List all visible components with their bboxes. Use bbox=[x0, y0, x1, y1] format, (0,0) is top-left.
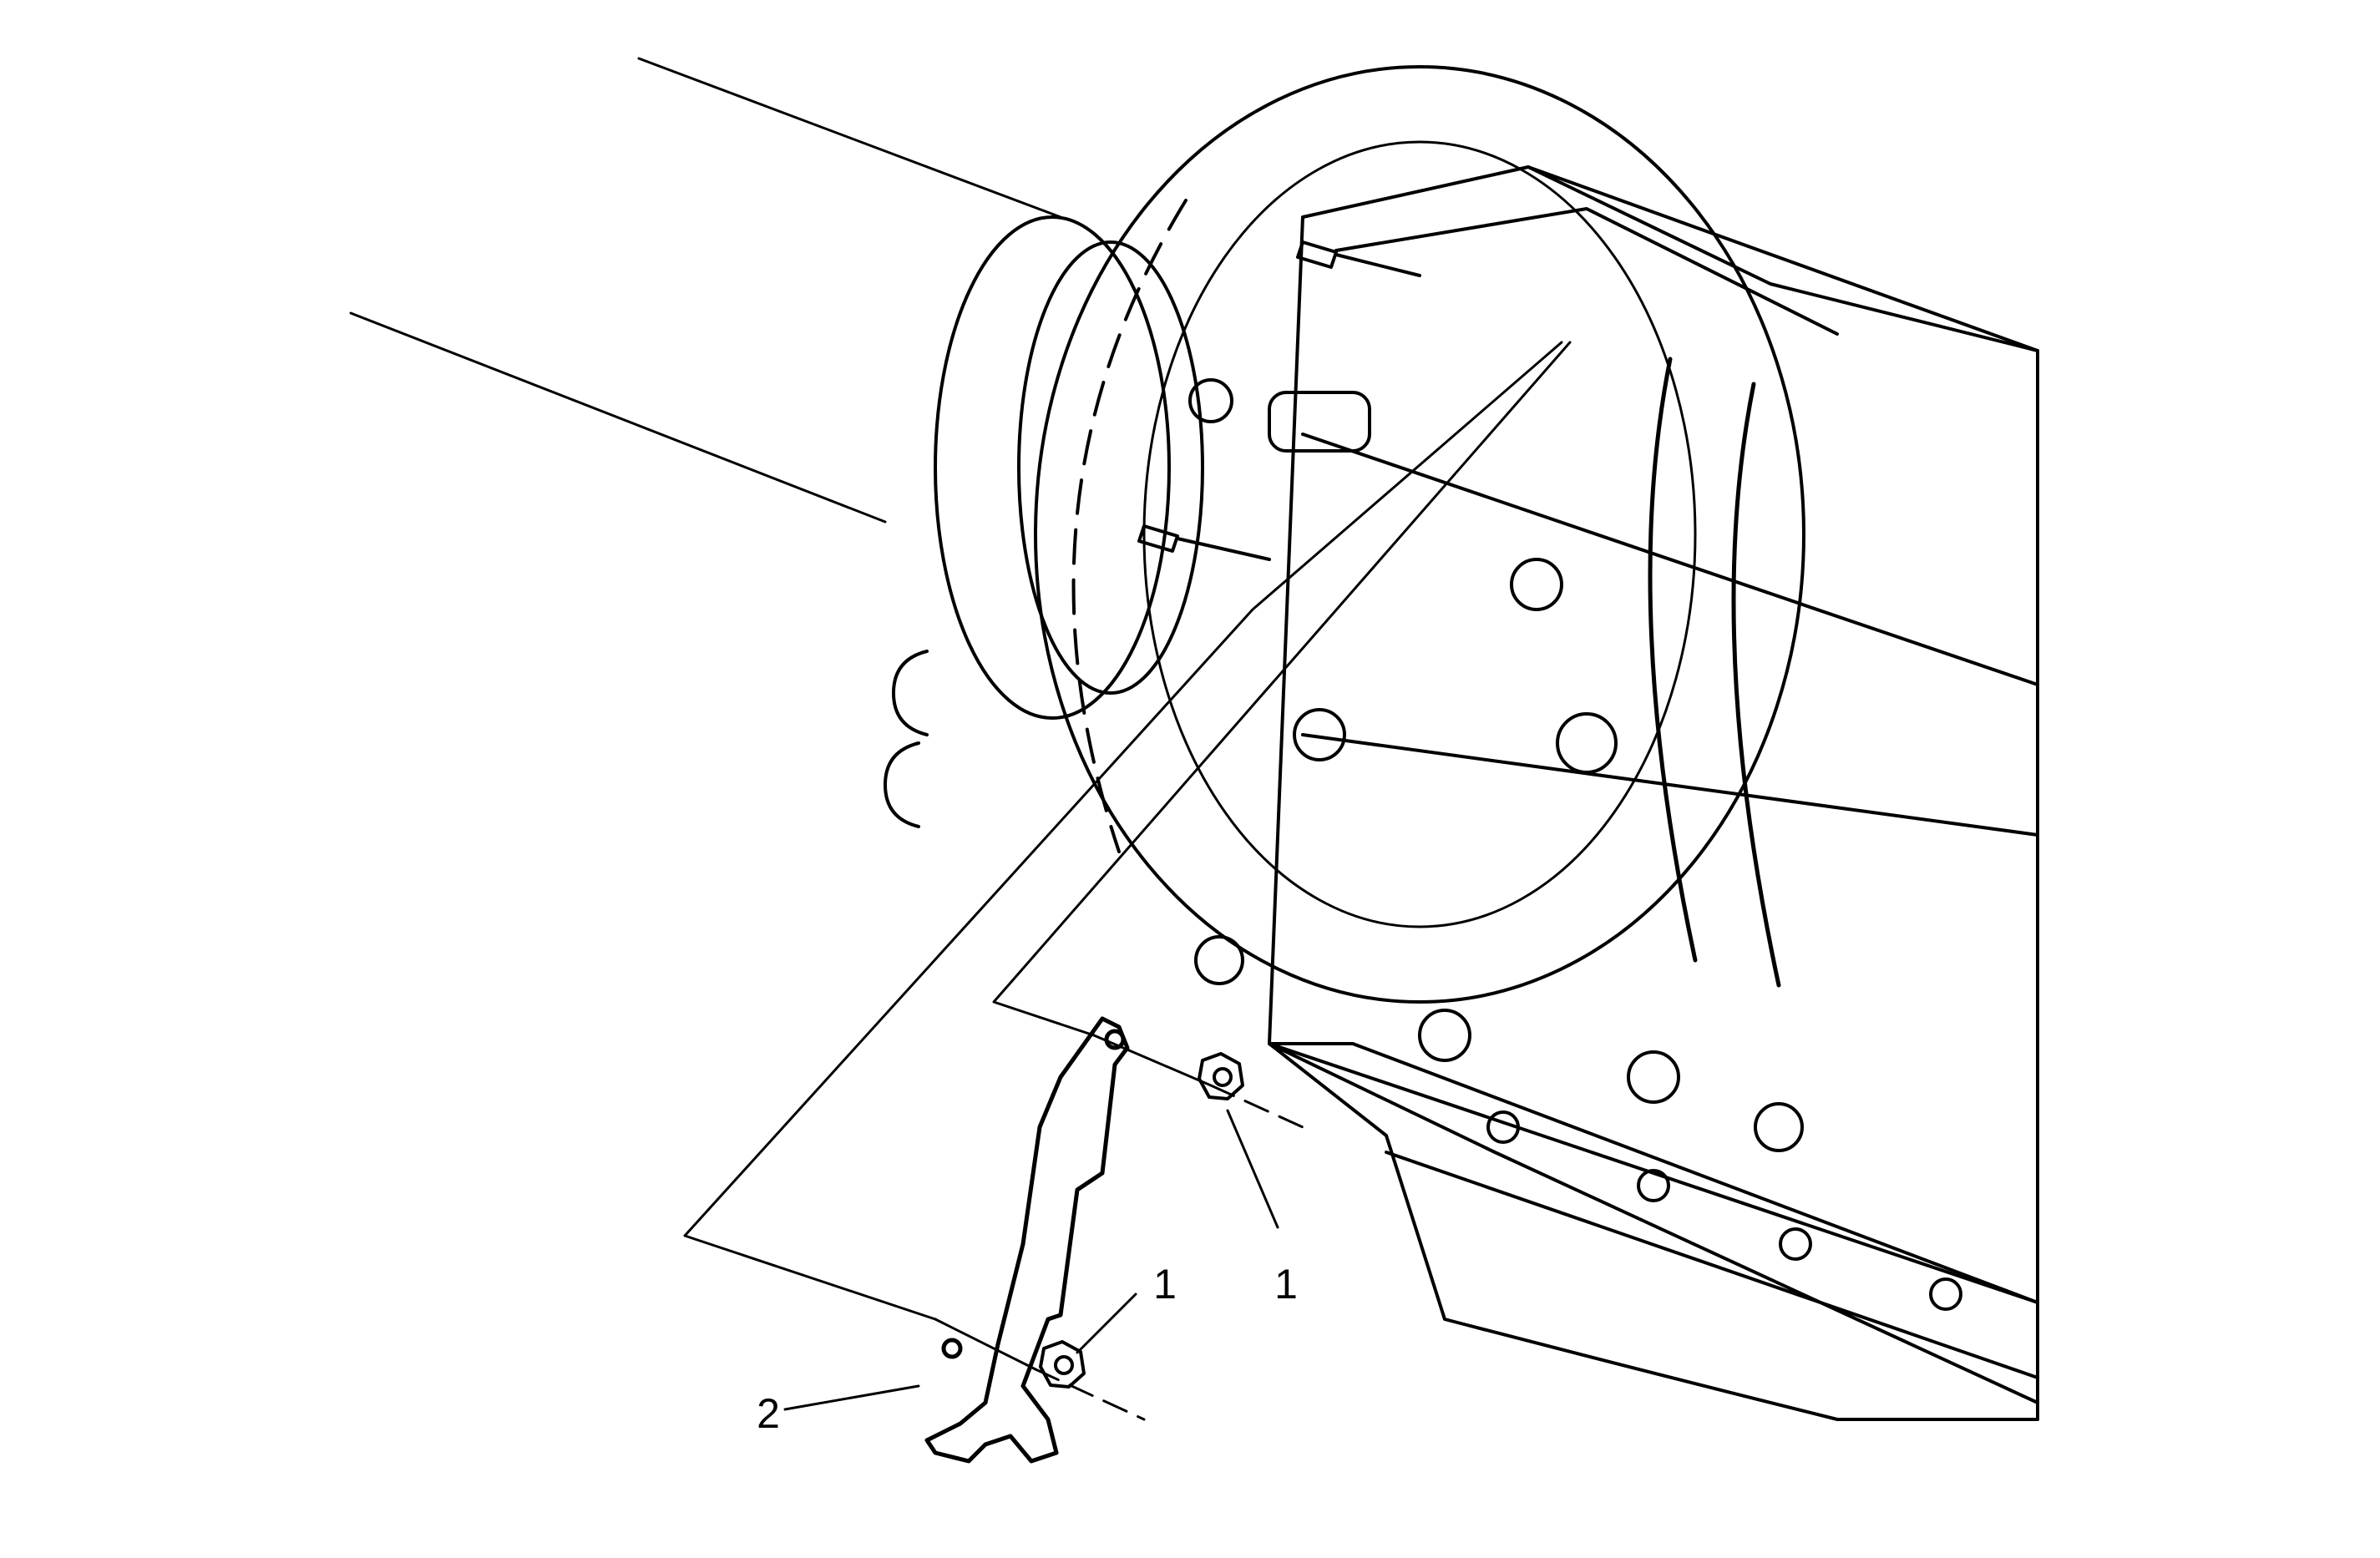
bracket bbox=[924, 1016, 1130, 1464]
torque-converter bbox=[884, 215, 1204, 828]
mounting-studs bbox=[1137, 240, 1421, 561]
nut-front-shape bbox=[1198, 1052, 1244, 1100]
callout-leaders bbox=[783, 1109, 1279, 1411]
callout-nut-rear: 1 bbox=[1153, 1261, 1177, 1308]
nut-rear-shape bbox=[1039, 1340, 1086, 1389]
bell-housing bbox=[1034, 65, 1805, 1004]
callout-bracket: 2 bbox=[757, 1390, 780, 1437]
assembly-leader-lines bbox=[683, 341, 1572, 1421]
oil-pan bbox=[1268, 1042, 2039, 1421]
transmission-case bbox=[1188, 165, 2039, 1404]
callout-nut-front: 1 bbox=[1274, 1261, 1298, 1308]
engine-outline bbox=[349, 57, 1062, 524]
